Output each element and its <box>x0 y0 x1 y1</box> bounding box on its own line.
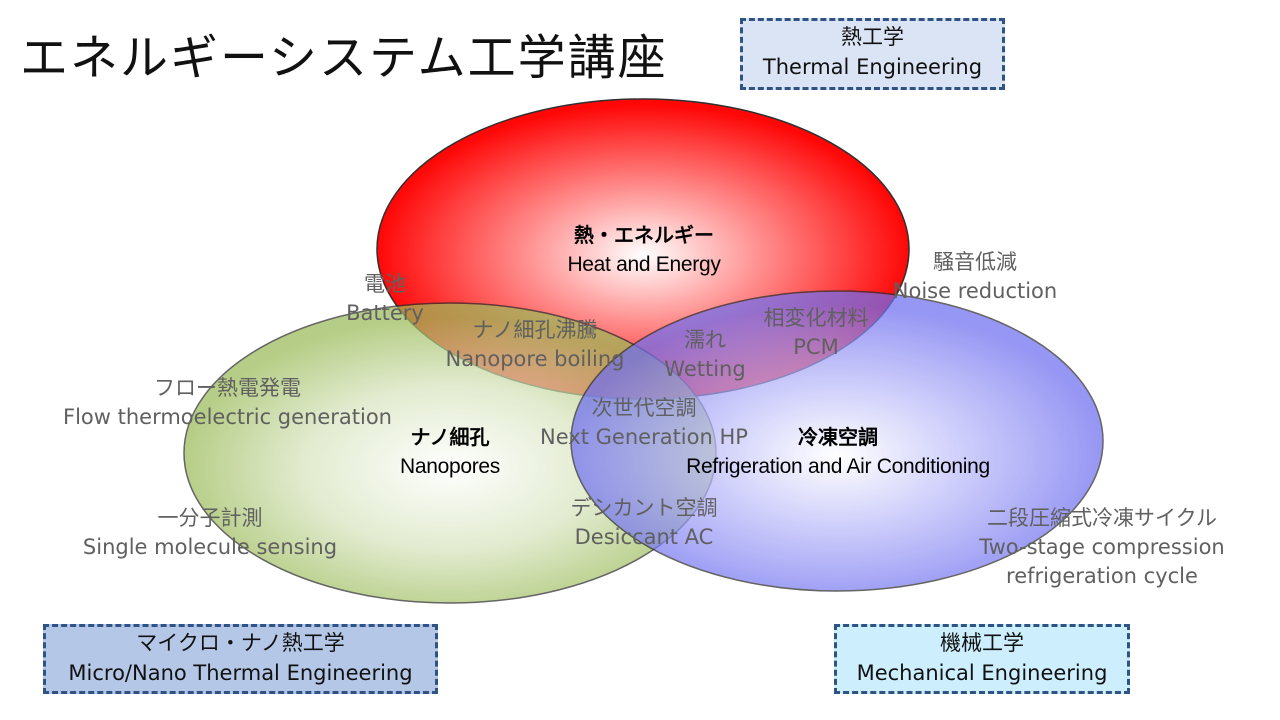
nanopores-label: ナノ細孔 Nanopores <box>370 422 530 482</box>
nanopores-jp: ナノ細孔 <box>410 425 490 449</box>
topic-desiccant-ac-en: Desiccant AC <box>574 525 714 549</box>
topic-next-generation-hp: 次世代空調 Next Generation HP <box>524 394 764 452</box>
topic-desiccant-ac: デシカント空調 Desiccant AC <box>544 494 744 552</box>
nanopores-en: Nanopores <box>399 455 501 478</box>
topic-wetting: 濡れ Wetting <box>650 326 760 384</box>
page-title: エネルギーシステム工学講座 <box>20 30 668 86</box>
topic-two-stage-compression: 二段圧縮式冷凍サイクル Two-stage compression refrig… <box>962 504 1242 591</box>
topic-wetting-en: Wetting <box>664 357 746 381</box>
thermal-engineering-en: Thermal Engineering <box>762 55 983 79</box>
topic-single-molecule-en: Single molecule sensing <box>82 535 338 559</box>
mechanical-engineering-en: Mechanical Engineering <box>856 661 1108 685</box>
topic-battery-en: Battery <box>346 301 424 325</box>
topic-battery-jp: 電池 <box>364 272 406 296</box>
topic-flow-thermoelectric-jp: フロー熱電発電 <box>154 376 301 400</box>
topic-pcm-jp: 相変化材料 <box>763 306 869 330</box>
micro-nano-jp: マイクロ・ナノ熱工学 <box>136 631 345 655</box>
topic-nanopore-boiling: ナノ細孔沸騰 Nanopore boiling <box>430 316 640 374</box>
mechanical-engineering-box: 機械工学 Mechanical Engineering <box>834 624 1130 694</box>
heat-energy-en: Heat and Energy <box>567 253 721 276</box>
refrigeration-label: 冷凍空調 Refrigeration and Air Conditioning <box>656 422 1020 482</box>
topic-desiccant-ac-jp: デシカント空調 <box>570 496 718 520</box>
topic-nanopore-boiling-jp: ナノ細孔沸騰 <box>472 318 598 342</box>
mechanical-engineering-jp: 機械工学 <box>940 631 1024 655</box>
topic-nanopore-boiling-en: Nanopore boiling <box>445 347 625 371</box>
refrigeration-en: Refrigeration and Air Conditioning <box>686 455 990 478</box>
heat-energy-label: 熱・エネルギー Heat and Energy <box>544 220 744 280</box>
thermal-engineering-jp: 熱工学 <box>841 25 904 49</box>
micro-nano-en: Micro/Nano Thermal Engineering <box>68 661 413 685</box>
topic-two-stage-compression-jp: 二段圧縮式冷凍サイクル <box>987 506 1217 530</box>
topic-pcm: 相変化材料 PCM <box>746 304 886 362</box>
topic-wetting-jp: 濡れ <box>684 328 726 352</box>
topic-two-stage-compression-en1: Two-stage compression <box>979 535 1225 559</box>
circle-refrigeration <box>570 290 1104 592</box>
topic-noise-reduction: 騒音低減 Noise reduction <box>880 248 1070 306</box>
micro-nano-box: マイクロ・ナノ熱工学 Micro/Nano Thermal Engineerin… <box>43 624 438 694</box>
topic-flow-thermoelectric: フロー熱電発電 Flow thermoelectric generation <box>50 374 405 432</box>
topic-two-stage-compression-en2: refrigeration cycle <box>1006 564 1198 588</box>
topic-next-generation-hp-jp: 次世代空調 <box>591 396 697 420</box>
thermal-engineering-box: 熱工学 Thermal Engineering <box>740 18 1005 90</box>
topic-single-molecule: 一分子計測 Single molecule sensing <box>60 504 360 562</box>
topic-noise-reduction-en: Noise reduction <box>892 279 1058 303</box>
topic-next-generation-hp-en: Next Generation HP <box>540 425 748 449</box>
topic-flow-thermoelectric-en: Flow thermoelectric generation <box>63 405 392 429</box>
heat-energy-jp: 熱・エネルギー <box>574 223 714 247</box>
topic-noise-reduction-jp: 騒音低減 <box>933 250 1017 274</box>
topic-battery: 電池 Battery <box>325 270 445 328</box>
refrigeration-jp: 冷凍空調 <box>798 425 878 449</box>
topic-pcm-en: PCM <box>793 335 839 359</box>
topic-single-molecule-jp: 一分子計測 <box>157 506 263 530</box>
